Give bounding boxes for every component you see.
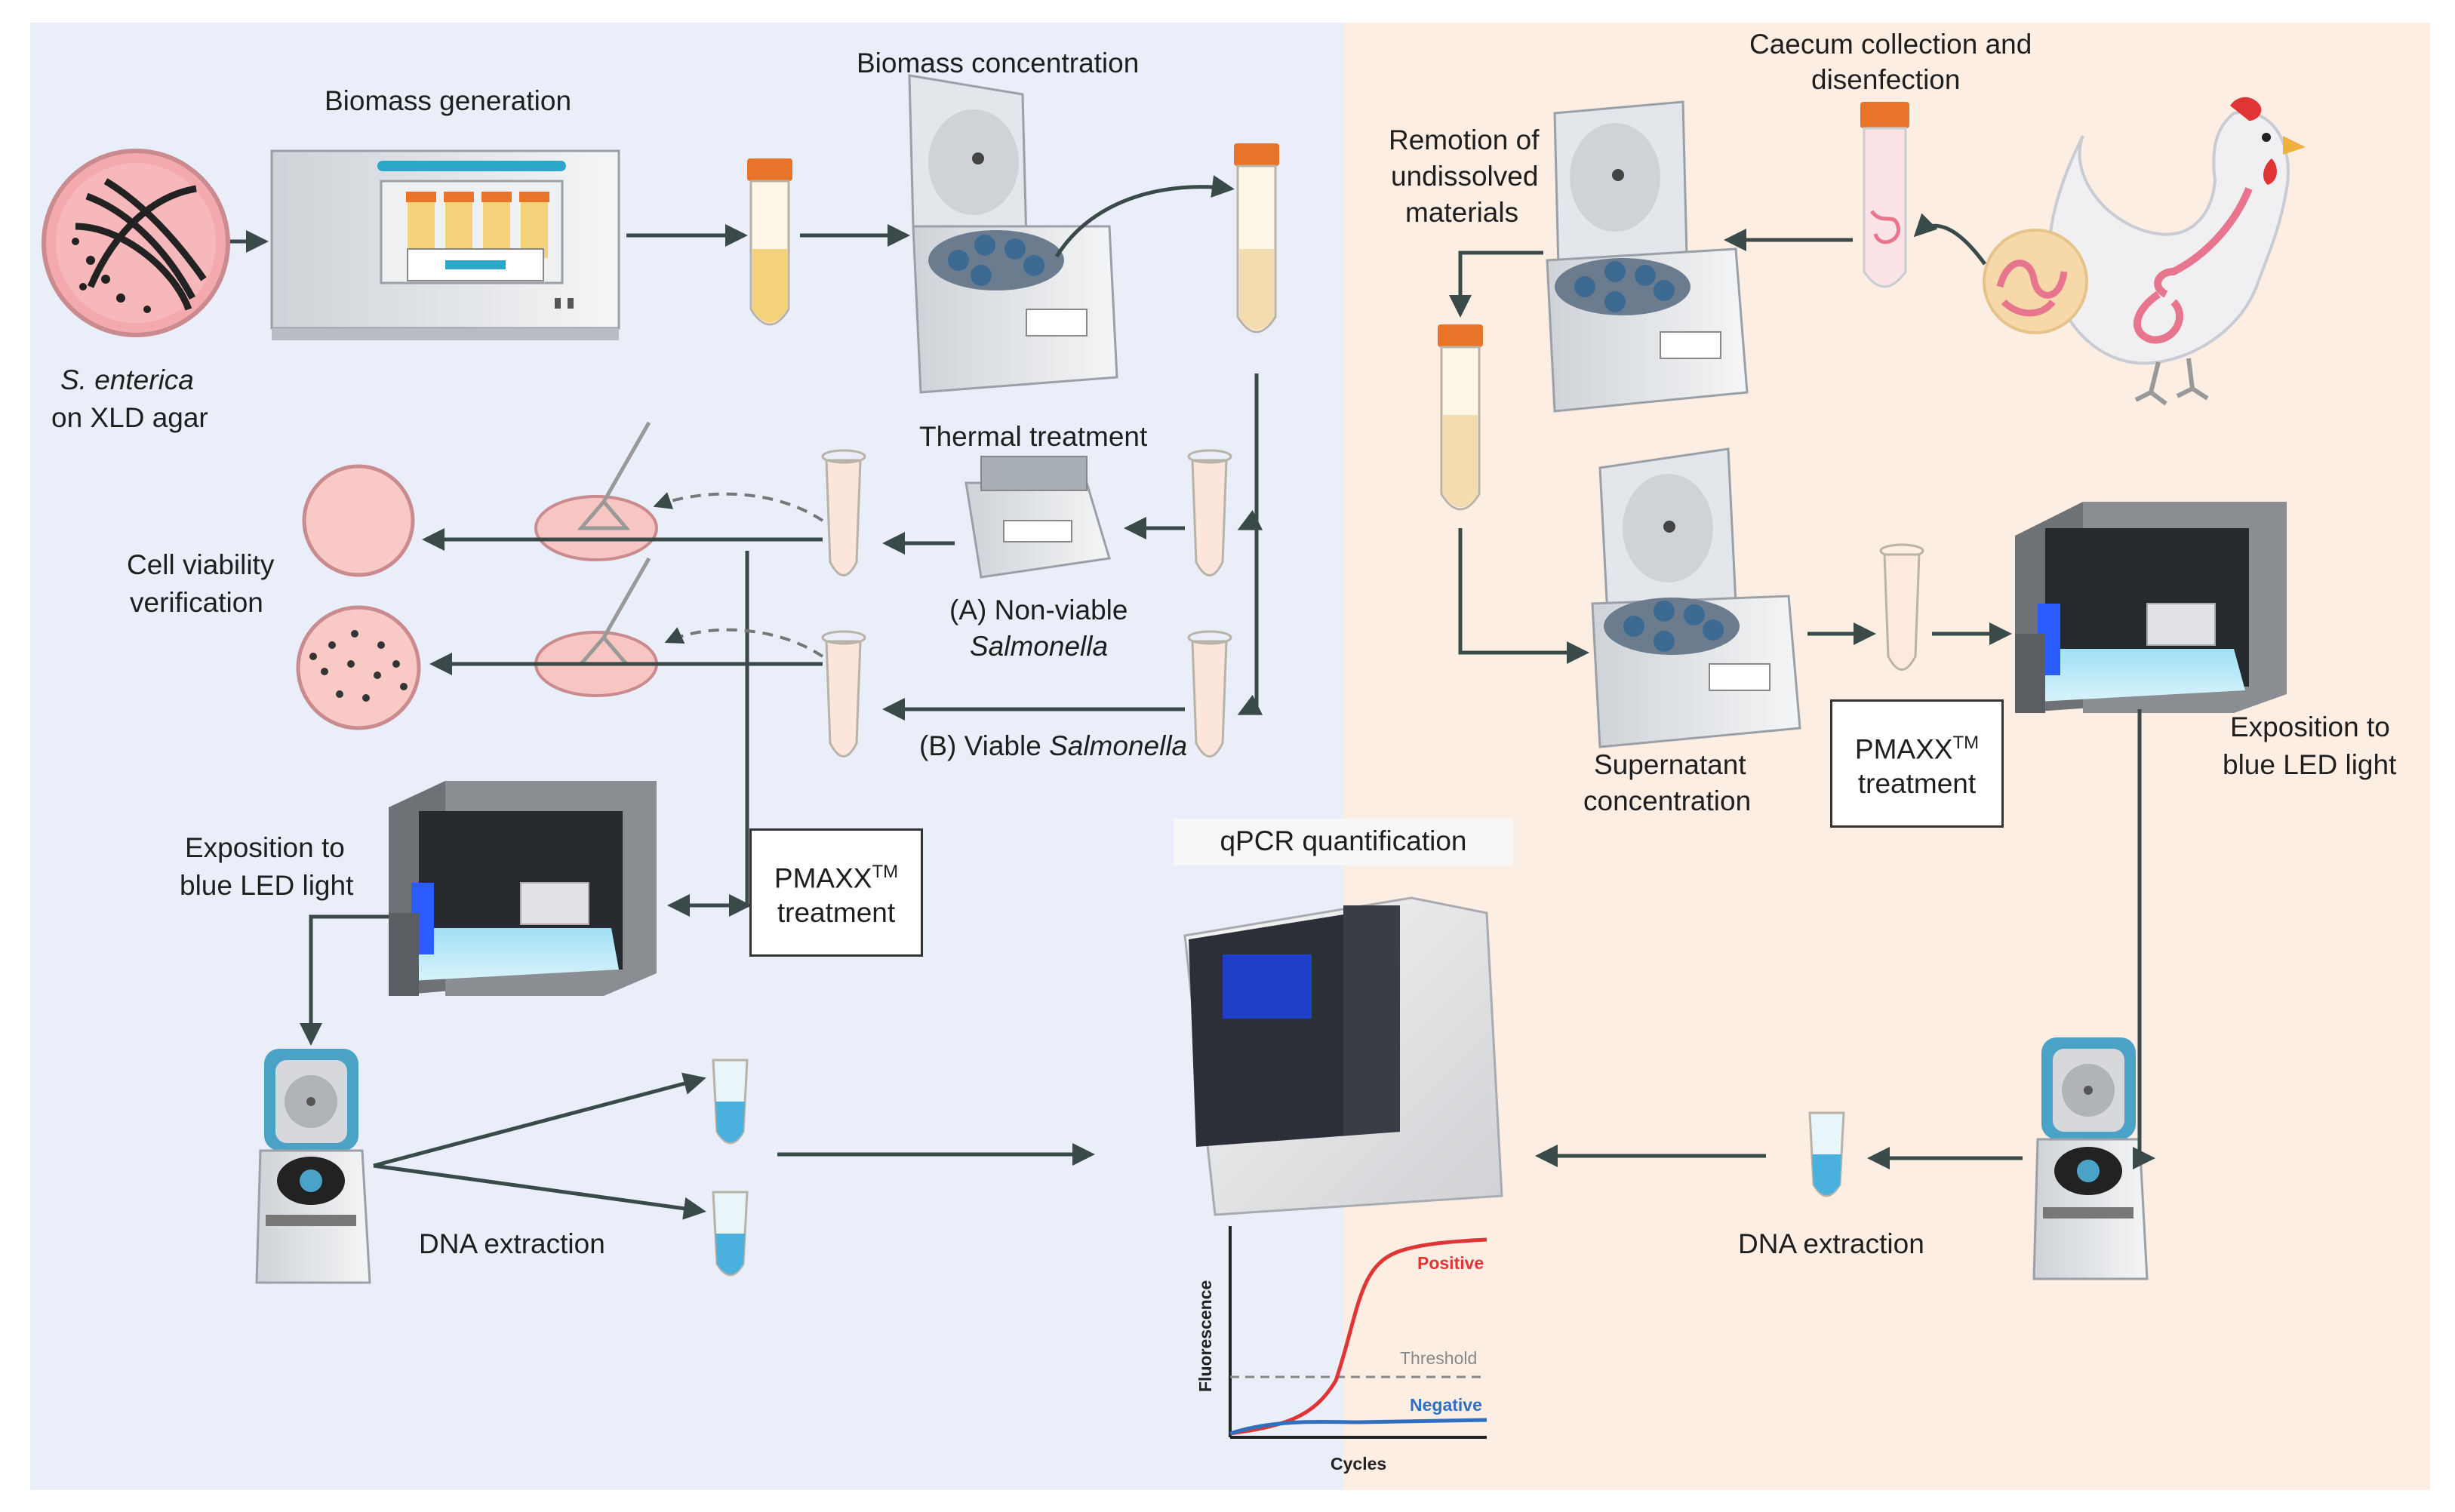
label-exposition-right-1: Exposition to xyxy=(2230,711,2390,742)
centrifuge-2-icon xyxy=(1546,100,1749,413)
caecum-zoom-icon xyxy=(1983,229,2088,334)
label-supernatant-1: Supernatant xyxy=(1594,749,1746,780)
pmaxx-left-text: PMAXX xyxy=(774,862,872,894)
graph-positive-label: Positive xyxy=(1417,1253,1484,1273)
eppendorf-tube-right-icon xyxy=(1879,543,1924,671)
pmaxx-left-treatment: treatment xyxy=(777,897,896,929)
dashed-arrows xyxy=(653,492,824,658)
pmaxx-left-tm: TM xyxy=(872,861,899,882)
graph-threshold-label: Threshold xyxy=(1400,1348,1477,1368)
label-cell-viability-2: verification xyxy=(130,587,263,618)
label-supernatant-2: concentration xyxy=(1583,785,1752,816)
label-exposition-right-2: blue LED light xyxy=(2223,749,2397,780)
minicentrifuge-right-icon xyxy=(2032,1037,2149,1280)
incubator-icon xyxy=(270,149,620,340)
xld-agar-plate-icon xyxy=(42,149,230,337)
led-box-right-icon xyxy=(2015,502,2287,713)
thermal-block-icon xyxy=(964,456,1111,579)
label-s-enterica: S. enterica xyxy=(60,364,194,395)
dna-tube-right-icon xyxy=(1808,1111,1845,1197)
centrifuge-1-icon xyxy=(908,74,1118,394)
falcon-tube-3-icon xyxy=(1438,324,1483,511)
pmaxx-treatment-box-right: PMAXXTM treatment xyxy=(1830,699,2004,828)
dna-tube-left-icon xyxy=(712,1059,749,1277)
label-caecum-1: Caecum collection and xyxy=(1749,29,2032,60)
label-remotion-1: Remotion of xyxy=(1389,124,1540,155)
label-exposition-left-1: Exposition to xyxy=(185,832,345,863)
pmaxx-right-treatment: treatment xyxy=(1857,768,1977,800)
label-biomass-concentration: Biomass concentration xyxy=(857,48,1140,78)
pmaxx-right-tm: TM xyxy=(1952,732,1980,753)
label-thermal-treatment: Thermal treatment xyxy=(919,421,1148,452)
centrifuge-3-icon xyxy=(1591,447,1801,748)
label-cell-viability-1: Cell viability xyxy=(127,549,275,580)
label-non-viable-species: Salmonella xyxy=(970,631,1109,662)
flow-arrows xyxy=(230,175,2155,1220)
result-plate-growth-icon xyxy=(296,605,421,730)
label-dna-extraction-right: DNA extraction xyxy=(1738,1228,1924,1259)
negative-curve xyxy=(1229,1418,1487,1436)
result-plate-no-growth-icon xyxy=(302,464,415,577)
label-viable: (B) Viable Salmonella xyxy=(919,728,1187,764)
falcon-tube-caecum-icon xyxy=(1860,102,1909,288)
minicentrifuge-left-icon xyxy=(255,1049,371,1284)
graph-xlabel: Cycles xyxy=(1331,1454,1386,1474)
chicken-icon xyxy=(2047,97,2306,406)
qpcr-title: qPCR quantification xyxy=(1174,819,1513,865)
label-non-viable: (A) Non-viable xyxy=(949,595,1128,625)
pmaxx-treatment-box-left: PMAXXTM treatment xyxy=(749,828,923,957)
falcon-tube-1-icon xyxy=(747,158,792,326)
label-remotion-3: materials xyxy=(1405,197,1519,228)
label-on-xld-agar: on XLD agar xyxy=(51,402,208,433)
positive-curve xyxy=(1229,1237,1487,1436)
pmaxx-right-text: PMAXX xyxy=(1854,733,1953,765)
qpcr-curve-graph xyxy=(1229,1226,1487,1439)
graph-ylabel: Fluorescence xyxy=(1195,1280,1215,1392)
falcon-tube-2-icon xyxy=(1234,143,1279,333)
eppendorf-tube-icon xyxy=(825,459,1228,758)
label-viable-prefix: (B) Viable xyxy=(919,730,1041,761)
qpcr-machine-icon xyxy=(1183,896,1503,1216)
label-caecum-2: disenfection xyxy=(1811,64,1961,95)
graph-negative-label: Negative xyxy=(1410,1395,1482,1415)
led-box-left-icon xyxy=(389,781,657,996)
label-viable-species: Salmonella xyxy=(1049,730,1188,761)
label-biomass-generation: Biomass generation xyxy=(325,85,572,116)
label-dna-extraction-left: DNA extraction xyxy=(419,1228,605,1259)
label-exposition-left-2: blue LED light xyxy=(180,870,354,901)
left-panel xyxy=(30,23,1343,1490)
label-remotion-2: undissolved xyxy=(1391,161,1539,192)
